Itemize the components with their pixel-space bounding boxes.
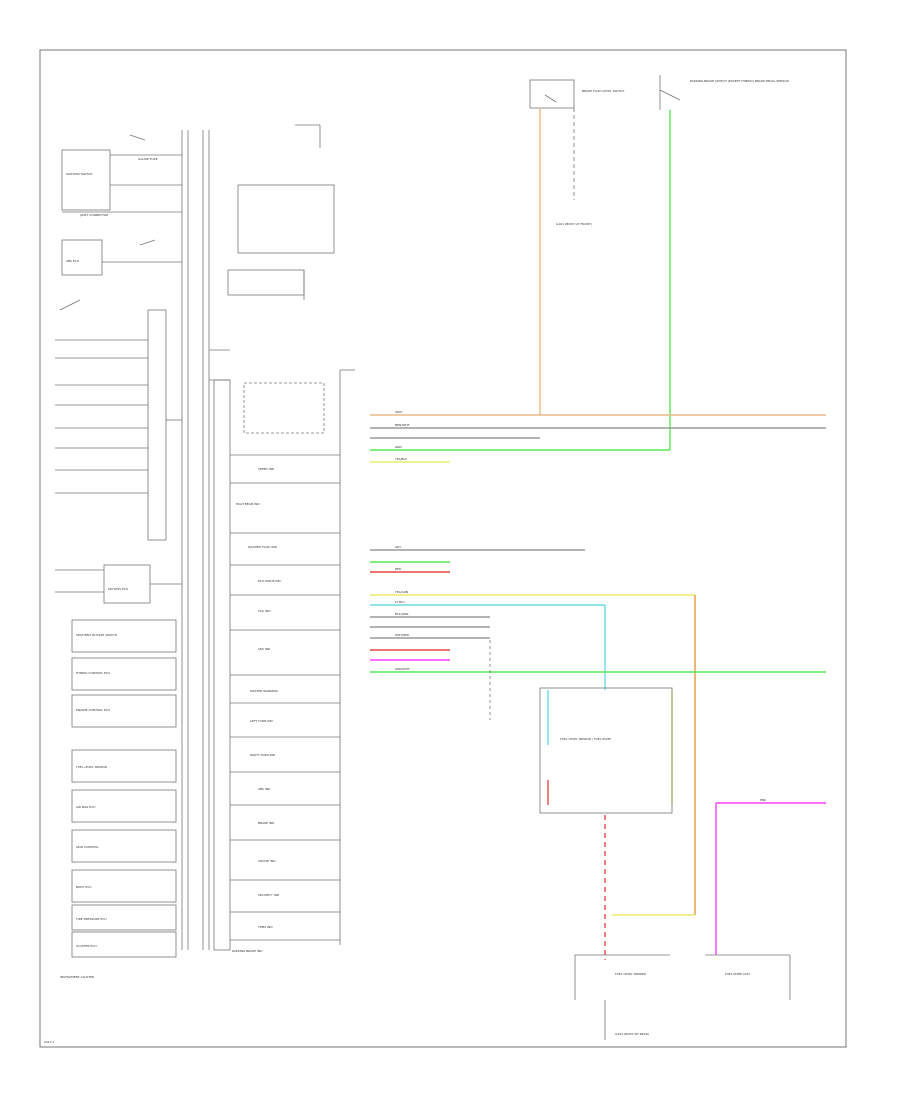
left-section (55, 130, 210, 958)
lower-label-2: FUEL PUMP ASSY (725, 972, 751, 976)
top-right-labels: BRAKE FLUID LEVEL SWITCH PARKING BRAKE S… (556, 79, 789, 226)
center-label-3: WASHER FLUID IND (248, 545, 278, 549)
left-label-1: GAUGE FUSE (138, 157, 158, 161)
ground-label-top: G101 (BODY LH FRONT) (556, 222, 592, 226)
center-section (209, 124, 355, 951)
wire-labels: ORN BRN/WHT GRN YEL/BLU GRY RED YEL/GRN … (395, 410, 767, 802)
lower-label-1: FUEL LEVEL SENDER (615, 972, 646, 976)
brake-switch-label: BRAKE FLUID LEVEL SWITCH (582, 89, 624, 93)
left-labels: GAUGE FUSE IGNITION SWITCH JOINT CONNECT… (66, 157, 158, 948)
parking-switch-label: PARKING BRAKE SWITCH (EXCEPT HYBRID) BRA… (690, 79, 789, 83)
top-right-switches (529, 75, 681, 200)
fuel-unit-label: FUEL LEVEL SENSOR / FUEL PUMP (560, 737, 611, 741)
center-label-15: PARKING BRAKE IND (232, 949, 263, 953)
left-label-6: SEAT BELT BUCKLE SWITCH (76, 633, 117, 637)
wire-label-1: ORN (395, 410, 402, 414)
colored-wires (370, 108, 826, 960)
left-label-4: ABS ECU (66, 259, 79, 263)
footer-label: INSTRUMENT CLUSTER (60, 975, 94, 979)
center-label-2: HIGH BEAM IND (236, 502, 260, 506)
center-label-9: RIGHT TURN IND (250, 753, 276, 757)
center-label-6: SRS IND (258, 647, 271, 651)
center-label-11: BRAKE IND (258, 821, 275, 825)
center-label-12: CRUISE IND (258, 859, 276, 863)
center-labels: SPEED IND HIGH BEAM IND WASHER FLUID IND… (232, 467, 282, 953)
page-mark: 2014 1 (44, 1040, 55, 1044)
wire-label-12: PNK (760, 798, 767, 802)
center-label-10: ABS IND (258, 787, 271, 791)
lower-components (574, 954, 791, 1040)
center-label-1: SPEED IND (258, 467, 275, 471)
center-label-7: MASTER WARNING (250, 689, 279, 693)
left-label-2: IGNITION SWITCH (66, 172, 92, 176)
left-label-10: AIR BAG ECU (76, 805, 96, 809)
left-label-7: HYBRID CONTROL ECU (76, 671, 110, 675)
lower-labels: FUEL LEVEL SENDER FUEL PUMP ASSY G202 (B… (615, 972, 751, 1036)
left-label-9: FUEL LEVEL SENSOR (76, 765, 107, 769)
left-label-8: ENGINE CONTROL ECU (76, 708, 110, 712)
center-label-5: TAIL IND (257, 609, 271, 613)
left-label-13: TIRE PRESSURE ECU (75, 917, 107, 921)
left-label-11: SKID CONTROL (76, 845, 99, 849)
wire-label-11: GRN/WHT (395, 667, 410, 671)
center-label-4: ECO MODE IND (258, 579, 282, 583)
wire-label-10: WHT/RED (395, 633, 410, 637)
wire-label-2: BRN/WHT (395, 423, 410, 427)
left-label-3: JOINT CONNECTOR (79, 213, 108, 217)
diagram-frame (39, 49, 847, 1048)
wire-label-3: GRN (395, 445, 402, 449)
wire-label-4: YEL/BLU (395, 457, 407, 461)
left-label-12: BODY ECU (76, 885, 92, 889)
wire-label-8: LT BLU (395, 600, 405, 604)
fuel-unit (489, 640, 673, 814)
wire-label-5: GRY (395, 545, 401, 549)
center-label-13: SECURITY IND (258, 893, 280, 897)
left-label-5: KEYLESS ECU (108, 587, 128, 591)
wire-label-7: YEL/GRN (395, 590, 408, 594)
left-label-14: CLUSTER ECU (76, 944, 97, 948)
center-label-8: LEFT TURN IND (250, 719, 273, 723)
wire-label-6: RED (395, 567, 402, 571)
center-label-14: TPMS IND (257, 925, 273, 929)
bottom-ground-label: G202 (BODY RH REAR) (615, 1032, 649, 1036)
wire-label-9: BLK/GRN (395, 612, 408, 616)
